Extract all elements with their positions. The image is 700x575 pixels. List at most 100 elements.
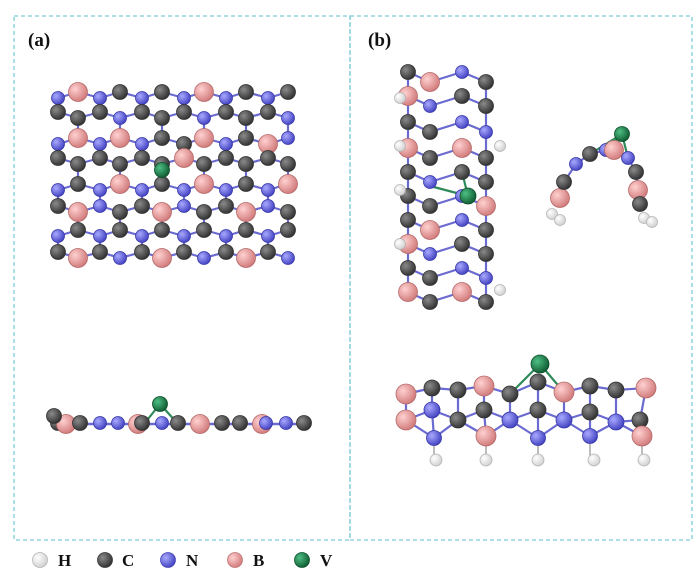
boron-atom — [68, 202, 88, 222]
legend-label-v: V — [320, 551, 333, 570]
panel-b-end-view-atoms — [546, 126, 658, 228]
hydrogen-atom — [429, 453, 443, 467]
hydrogen-atom — [394, 238, 406, 250]
carbon-atom — [260, 244, 276, 260]
boron-atom — [152, 202, 172, 222]
nitrogen-atom — [261, 91, 275, 105]
carbon-atom — [50, 198, 66, 214]
legend-label-h: H — [58, 551, 71, 570]
carbon-atom — [400, 114, 416, 130]
panel-a-top-view-atoms — [50, 82, 298, 268]
boron-atom — [473, 375, 495, 397]
carbon-atom — [134, 150, 150, 166]
carbon-atom — [176, 104, 192, 120]
carbon-atom — [628, 164, 644, 180]
legend-item-b: B — [227, 551, 264, 570]
nitrogen-atom — [51, 229, 65, 243]
carbon-atom — [529, 373, 547, 391]
boron-atom — [420, 220, 440, 240]
nitrogen-atom — [501, 411, 519, 429]
carbon-atom — [238, 176, 254, 192]
carbon-atom — [478, 294, 494, 310]
carbon-atom — [400, 64, 416, 80]
nitrogen-atom — [219, 183, 233, 197]
panel-b-frame — [349, 15, 693, 541]
nitrogen-atom — [455, 65, 469, 79]
nitrogen-atom — [93, 416, 107, 430]
carbon-atom — [154, 110, 170, 126]
hydrogen-atom — [587, 453, 601, 467]
boron-atom — [398, 282, 418, 302]
carbon-atom — [112, 204, 128, 220]
carbon-atom — [449, 381, 467, 399]
carbon-atom — [232, 415, 248, 431]
nitrogen-atom — [455, 261, 469, 275]
nitrogen-atom — [197, 251, 211, 265]
hydrogen-atom — [646, 216, 658, 228]
nitrogen-atom — [569, 157, 583, 171]
boron-atom — [475, 425, 497, 447]
boron-atom — [452, 282, 472, 302]
carbon-atom — [582, 146, 598, 162]
carbon-atom — [196, 156, 212, 172]
carbon-atom — [92, 244, 108, 260]
nitrogen-atom — [530, 430, 546, 446]
carbon-atom — [134, 104, 150, 120]
boron-atom — [452, 138, 472, 158]
legend-item-v: V — [294, 551, 333, 570]
carbon-atom — [422, 198, 438, 214]
carbon-atom — [72, 415, 88, 431]
boron-atom — [194, 128, 214, 148]
carbon-atom — [238, 84, 254, 100]
boron-atom — [194, 174, 214, 194]
boron-atom — [476, 196, 496, 216]
hydrogen-atom — [394, 184, 406, 196]
carbon-atom — [581, 377, 599, 395]
carbon-atom — [196, 204, 212, 220]
carbon-atom — [280, 156, 296, 172]
hydrogen-atom — [546, 208, 558, 220]
nitrogen-atom — [177, 199, 191, 213]
nitrogen-atom — [135, 137, 149, 151]
carbon-atom — [475, 401, 493, 419]
hydrogen-atom — [479, 453, 493, 467]
carbon-atom — [260, 150, 276, 166]
carbon-atom — [92, 150, 108, 166]
nitrogen-atom — [135, 183, 149, 197]
nitrogen-atom — [423, 401, 441, 419]
nitrogen-atom — [455, 115, 469, 129]
nitrogen-atom — [51, 137, 65, 151]
panel-a-label: (a) — [28, 30, 50, 51]
vanadium-atom — [154, 162, 170, 178]
legend-label-n: N — [186, 551, 199, 570]
carbon-atom — [112, 84, 128, 100]
carbon-atom — [50, 244, 66, 260]
legend-swatch-v — [294, 552, 310, 568]
nitrogen-atom — [219, 137, 233, 151]
carbon-atom — [112, 222, 128, 238]
carbon-atom — [454, 236, 470, 252]
vanadium-atom — [530, 354, 550, 374]
carbon-atom — [422, 124, 438, 140]
nitrogen-atom — [261, 183, 275, 197]
nitrogen-atom — [93, 91, 107, 105]
hydrogen-atom — [554, 214, 566, 226]
carbon-atom — [260, 104, 276, 120]
nitrogen-atom — [261, 229, 275, 243]
legend-item-h: H — [32, 551, 71, 570]
carbon-atom — [631, 411, 649, 429]
carbon-atom — [134, 415, 150, 431]
carbon-atom — [238, 222, 254, 238]
carbon-atom — [296, 415, 312, 431]
carbon-atom — [422, 294, 438, 310]
nitrogen-atom — [279, 416, 293, 430]
boron-atom — [110, 128, 130, 148]
carbon-atom — [422, 150, 438, 166]
carbon-atom — [454, 88, 470, 104]
legend-swatch-c — [97, 552, 113, 568]
boron-atom — [68, 128, 88, 148]
boron-atom — [174, 148, 194, 168]
nitrogen-atom — [93, 137, 107, 151]
carbon-atom — [112, 156, 128, 172]
